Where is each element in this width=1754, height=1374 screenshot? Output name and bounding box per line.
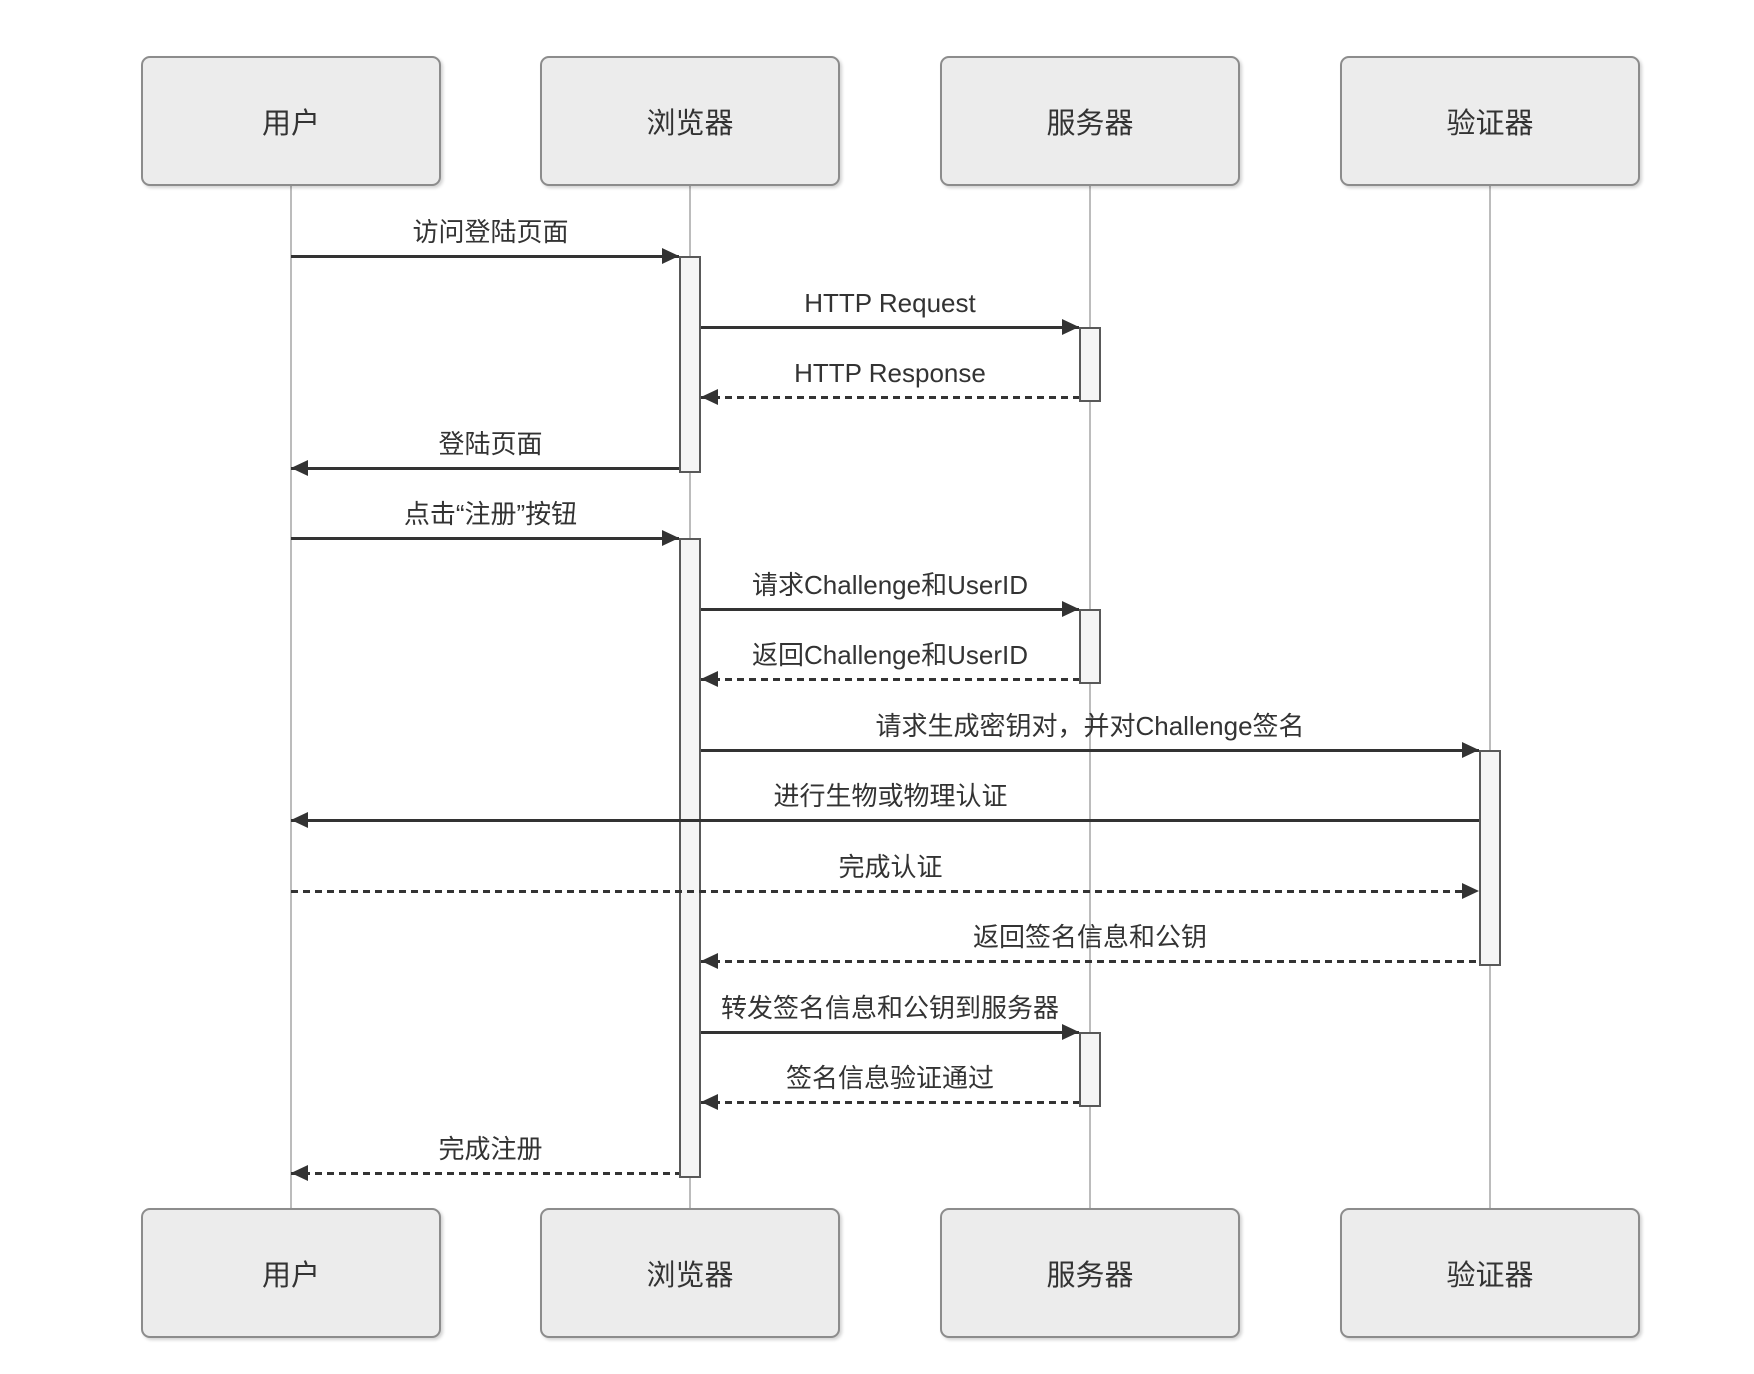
arrowhead-icon xyxy=(1462,742,1479,758)
message-8-line xyxy=(701,749,1479,752)
message-12-line xyxy=(701,1031,1079,1034)
message-2-line xyxy=(701,326,1079,329)
actor-top-user: 用户 xyxy=(141,56,441,186)
actor-bottom-authenticator: 验证器 xyxy=(1340,1208,1640,1338)
message-4-line xyxy=(291,467,679,470)
message-2-label: HTTP Request xyxy=(804,288,976,318)
actor-top-server: 服务器 xyxy=(940,56,1240,186)
message-4-label: 登陆页面 xyxy=(438,429,543,459)
arrowhead-icon xyxy=(291,1165,308,1181)
actor-bottom-browser: 浏览器 xyxy=(540,1208,840,1338)
message-1-label: 访问登陆页面 xyxy=(412,217,569,247)
message-10-label: 完成认证 xyxy=(838,852,943,882)
activation-bar-server-4 xyxy=(1079,609,1101,684)
actor-bottom-user: 用户 xyxy=(141,1208,441,1338)
message-6-label: 请求Challenge和UserID xyxy=(752,570,1028,600)
lifeline-authenticator xyxy=(1489,186,1491,1208)
actor-top-browser: 浏览器 xyxy=(540,56,840,186)
arrowhead-icon xyxy=(701,671,718,687)
arrowhead-icon xyxy=(1062,601,1079,617)
message-11-label: 返回签名信息和公钥 xyxy=(972,922,1208,952)
arrowhead-icon xyxy=(701,953,718,969)
arrowhead-icon xyxy=(1462,883,1479,899)
message-13-line xyxy=(701,1101,1079,1104)
message-12-label: 转发签名信息和公钥到服务器 xyxy=(720,993,1060,1023)
arrowhead-icon xyxy=(662,530,679,546)
activation-bar-browser-3 xyxy=(679,538,701,1178)
message-7-label: 返回Challenge和UserID xyxy=(752,640,1028,670)
activation-bar-server-2 xyxy=(1079,327,1101,402)
message-9-line xyxy=(291,819,1479,822)
message-6-line xyxy=(701,608,1079,611)
arrowhead-icon xyxy=(701,1094,718,1110)
activation-bar-server-6 xyxy=(1079,1032,1101,1107)
message-14-label: 完成注册 xyxy=(438,1134,543,1164)
arrowhead-icon xyxy=(662,248,679,264)
activation-bar-authenticator-5 xyxy=(1479,750,1501,966)
lifeline-user xyxy=(290,186,292,1208)
lifeline-server xyxy=(1089,186,1091,1208)
arrowhead-icon xyxy=(291,812,308,828)
arrowhead-icon xyxy=(1062,1024,1079,1040)
message-3-line xyxy=(701,396,1079,399)
arrowhead-icon xyxy=(701,389,718,405)
message-8-label: 请求生成密钥对，并对Challenge签名 xyxy=(875,711,1305,741)
arrowhead-icon xyxy=(291,460,308,476)
arrowhead-icon xyxy=(1062,319,1079,335)
message-9-label: 进行生物或物理认证 xyxy=(773,781,1008,811)
message-14-line xyxy=(291,1172,679,1175)
message-3-label: HTTP Response xyxy=(794,358,986,388)
message-1-line xyxy=(291,255,679,258)
actor-bottom-server: 服务器 xyxy=(940,1208,1240,1338)
message-11-line xyxy=(701,960,1479,963)
actor-top-authenticator: 验证器 xyxy=(1340,56,1640,186)
message-10-line xyxy=(291,890,1479,893)
message-7-line xyxy=(701,678,1079,681)
message-13-label: 签名信息验证通过 xyxy=(785,1063,995,1093)
message-5-label: 点击“注册”按钮 xyxy=(403,499,578,529)
message-5-line xyxy=(291,537,679,540)
activation-bar-browser-1 xyxy=(679,256,701,473)
